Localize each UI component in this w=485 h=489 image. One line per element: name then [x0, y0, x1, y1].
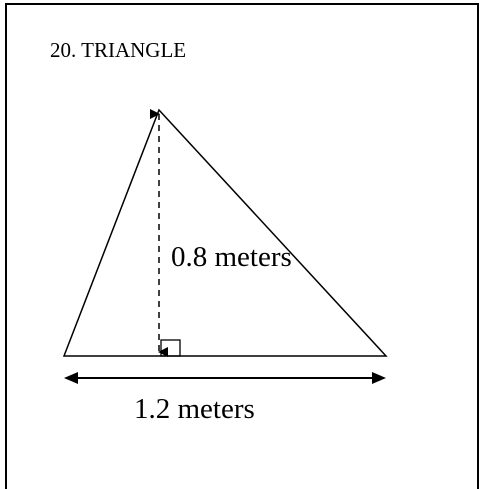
right-angle-marker: [160, 339, 181, 357]
triangle-shape: [62, 108, 388, 357]
problem-frame: [5, 3, 479, 489]
problem-title: 20. TRIANGLE: [50, 38, 187, 62]
base-label: 1.2 meters: [134, 393, 255, 425]
height-label: 0.8 meters: [171, 241, 292, 273]
